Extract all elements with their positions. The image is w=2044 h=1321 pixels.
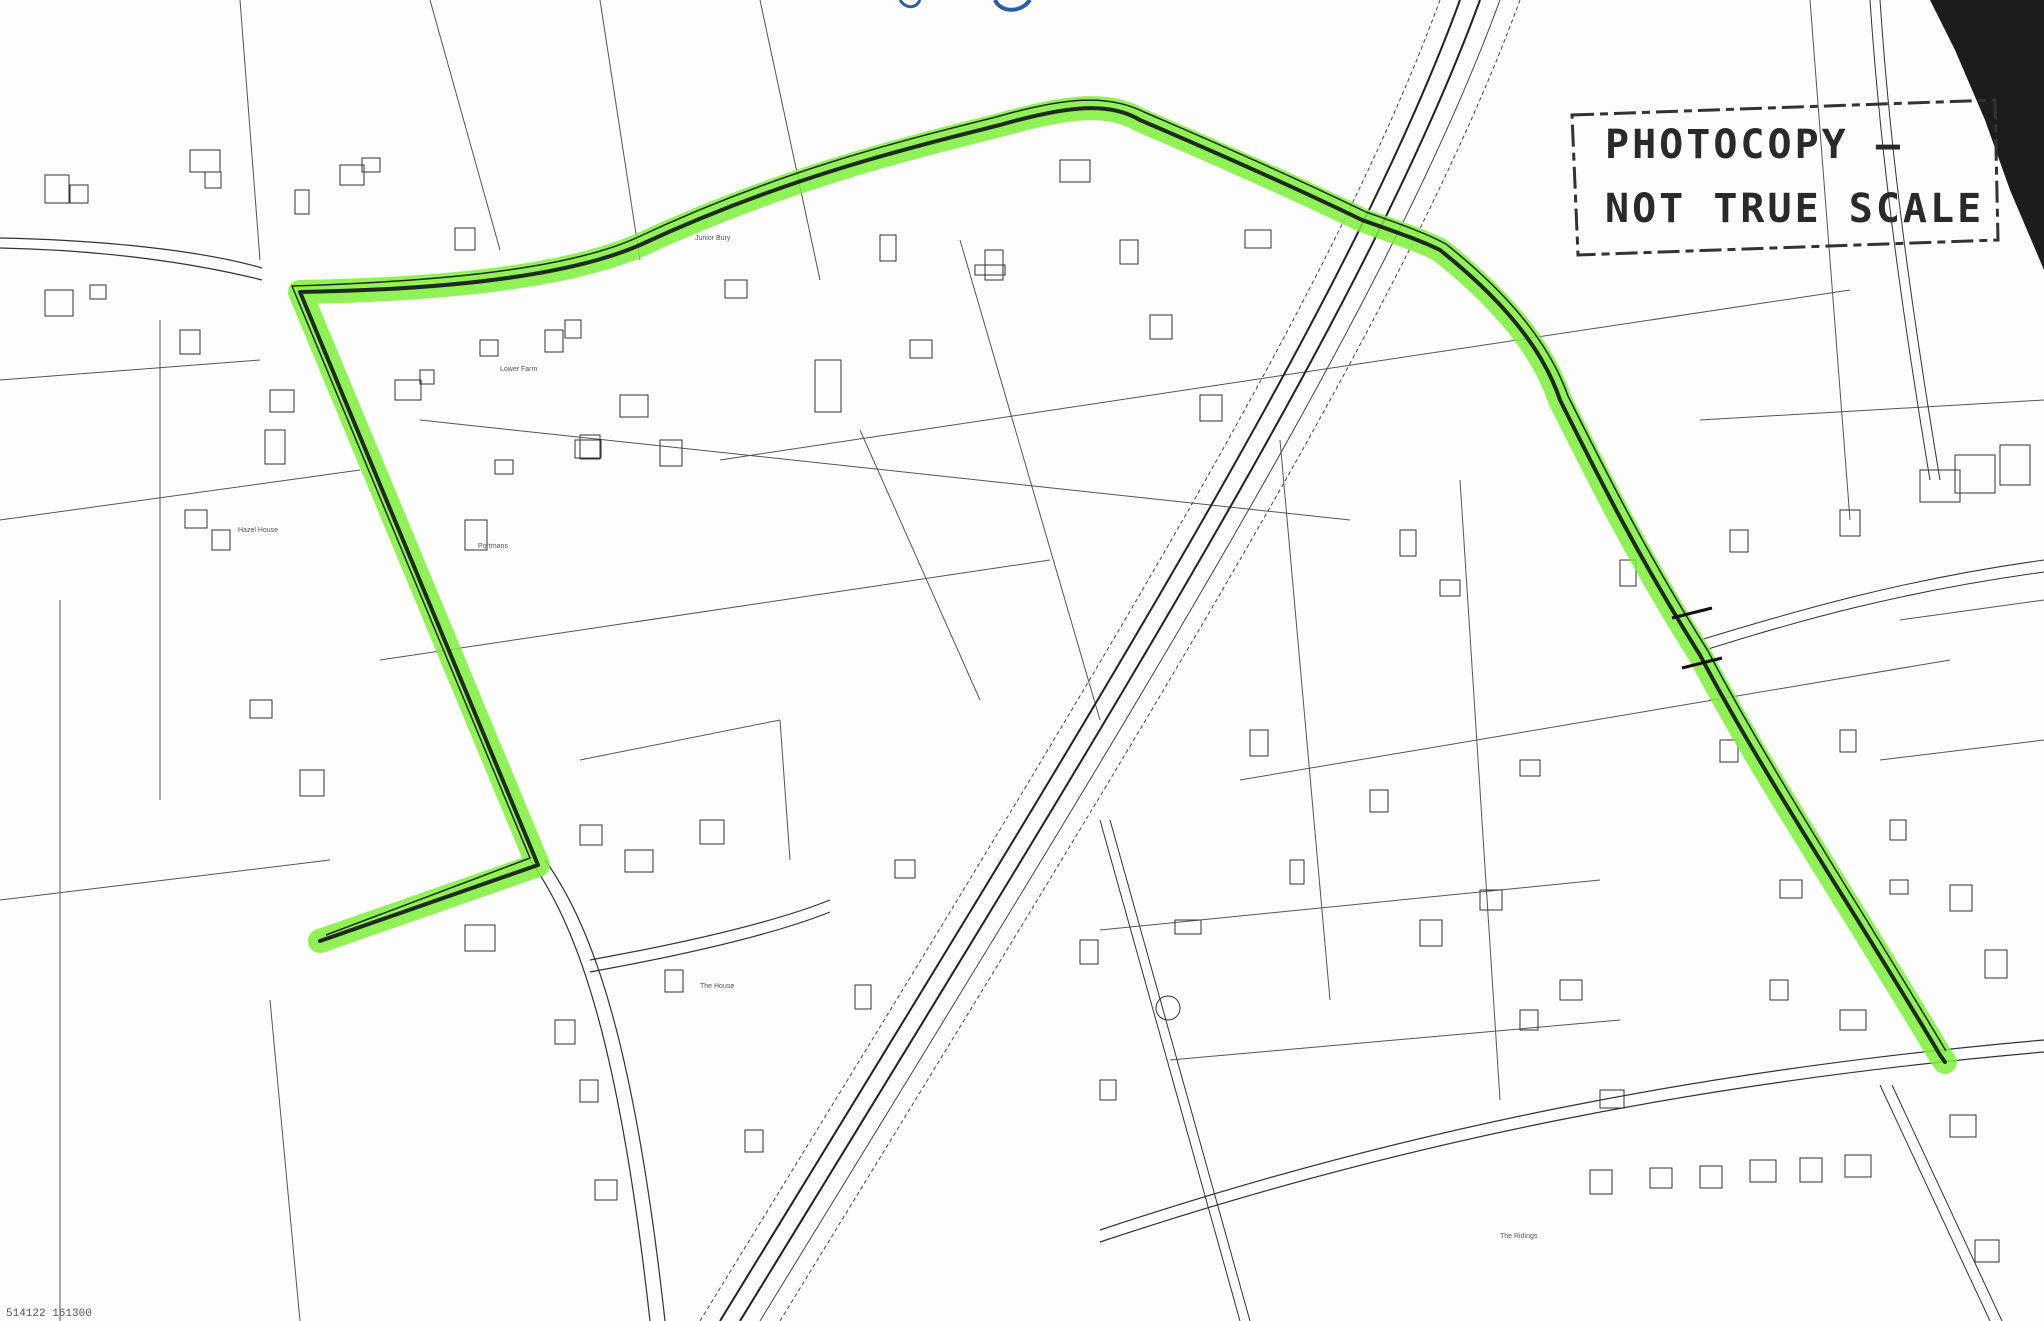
- label-lower-farm: Lower Farm: [500, 366, 538, 373]
- label-junior-bury: Junior Bury: [695, 235, 731, 242]
- stamp-line-1: PHOTOCOPY —: [1605, 122, 1903, 168]
- label-the-ridings: The Ridings: [1500, 1233, 1538, 1240]
- map-labels: Junior Bury Portmans Hazel House Lower F…: [238, 235, 1538, 1240]
- stamp-line-2: NOT TRUE SCALE: [1605, 186, 1984, 232]
- route-line: [298, 106, 1947, 1064]
- main-road-west: [0, 237, 263, 281]
- label-portmans: Portmans: [478, 543, 508, 550]
- photocopy-stamp: PHOTOCOPY — NOT TRUE SCALE: [1570, 98, 2000, 257]
- route-line-inner: [291, 99, 1947, 1052]
- building-footprints: [44, 149, 2031, 1263]
- label-hazel-house: Hazel House: [238, 527, 278, 534]
- photocopy-shadow: [1930, 0, 2044, 270]
- side-road-east: [1099, 0, 2044, 1321]
- route-junction-markers: [1671, 606, 1723, 670]
- railway-line: [699, 0, 1521, 1321]
- label-the-house: The House: [700, 983, 734, 990]
- logo-fragment: [898, 0, 1032, 12]
- southern-road: [529, 859, 2044, 1321]
- map-reference: 514122 161300: [6, 1308, 92, 1320]
